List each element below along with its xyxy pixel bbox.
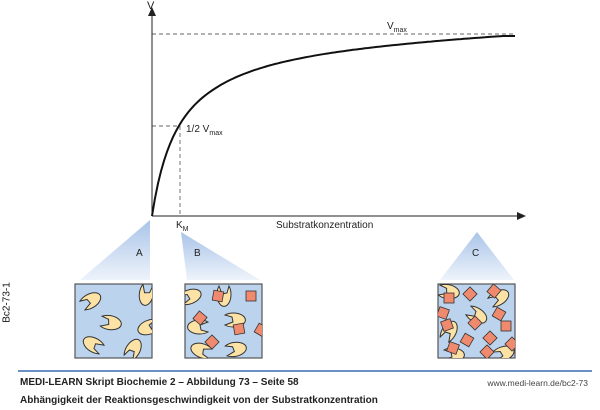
x-axis-label: Substratkonzentration bbox=[276, 220, 374, 231]
km-label-subscript: M bbox=[182, 226, 189, 233]
zoom-triangle-b bbox=[181, 232, 260, 280]
panel-a-label: A bbox=[136, 248, 143, 259]
km-label: KM bbox=[176, 220, 189, 233]
panel-c-label: C bbox=[472, 248, 480, 259]
vmax-label-subscript: max bbox=[393, 27, 407, 34]
y-axis-arrow bbox=[148, 7, 156, 16]
half-vmax-label-text: 1/2 V bbox=[186, 124, 210, 135]
footer-url[interactable]: www.medi-learn.de/bc2-73 bbox=[487, 378, 588, 388]
saturation-curve bbox=[151, 35, 515, 217]
zoom-triangle-c bbox=[440, 232, 514, 280]
panel-b-box bbox=[184, 283, 263, 359]
vmax-label: Vmax bbox=[387, 21, 407, 34]
y-axis-label: V bbox=[147, 0, 155, 12]
side-code: Bc2-73-1 bbox=[1, 282, 13, 323]
zoom-triangle-a bbox=[80, 220, 150, 280]
half-vmax-label: 1/2 Vmax bbox=[186, 124, 223, 137]
footer-caption: Abhängigkeit der Reaktionsgeschwindigkei… bbox=[20, 395, 378, 406]
half-vmax-label-subscript: max bbox=[209, 130, 223, 137]
panel-b-label: B bbox=[194, 248, 201, 259]
x-axis-arrow bbox=[517, 212, 526, 220]
footer-title: MEDI-LEARN Skript Biochemie 2 – Abbildun… bbox=[20, 377, 299, 388]
vmax-label-text: V bbox=[387, 21, 394, 32]
km-label-text: K bbox=[176, 220, 183, 231]
panel-a-box bbox=[74, 283, 153, 359]
panel-c-box bbox=[437, 283, 516, 359]
